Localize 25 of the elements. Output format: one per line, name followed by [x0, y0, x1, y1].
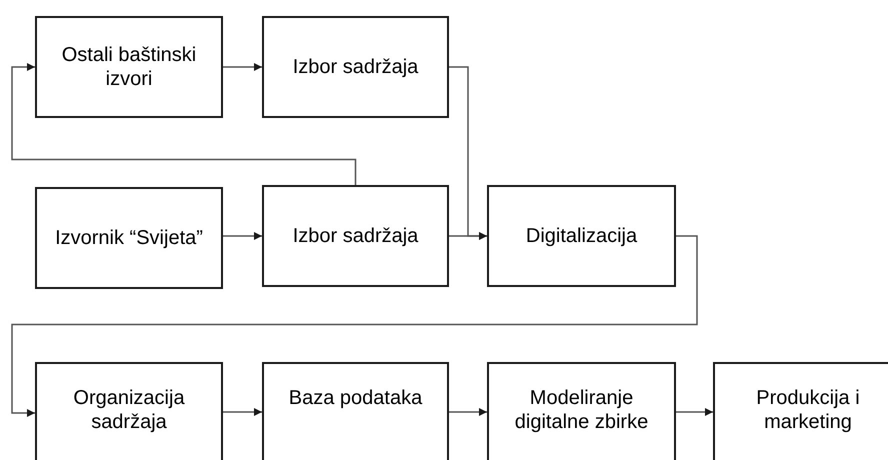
process-box	[487, 185, 676, 287]
box-label: Digitalizacija	[524, 224, 638, 248]
arrow	[676, 408, 713, 416]
box-label: Produkcija i marketing	[755, 386, 861, 434]
arrow	[11, 235, 698, 417]
process-box	[487, 362, 676, 460]
process-box	[35, 187, 223, 289]
arrow	[223, 232, 262, 240]
process-box	[262, 362, 449, 460]
box-label: Modeliranje digitalne zbirke	[514, 386, 650, 434]
box-label: Izbor sadržaja	[292, 224, 420, 248]
process-box	[713, 362, 888, 460]
arrow	[449, 66, 487, 240]
process-box	[35, 16, 223, 118]
box-label: Izbor sadržaja	[292, 55, 420, 79]
arrow	[449, 408, 487, 416]
box-label: Baza podataka	[288, 386, 424, 410]
box-label: Ostali baštinski izvori	[60, 43, 198, 91]
process-box	[262, 16, 449, 118]
box-label: Izvornik “Svijeta”	[54, 226, 204, 250]
arrow	[223, 408, 262, 416]
arrow	[223, 63, 262, 71]
process-box	[35, 362, 223, 460]
box-label: Organizacija sadržaja	[72, 386, 186, 434]
process-box	[262, 185, 449, 287]
